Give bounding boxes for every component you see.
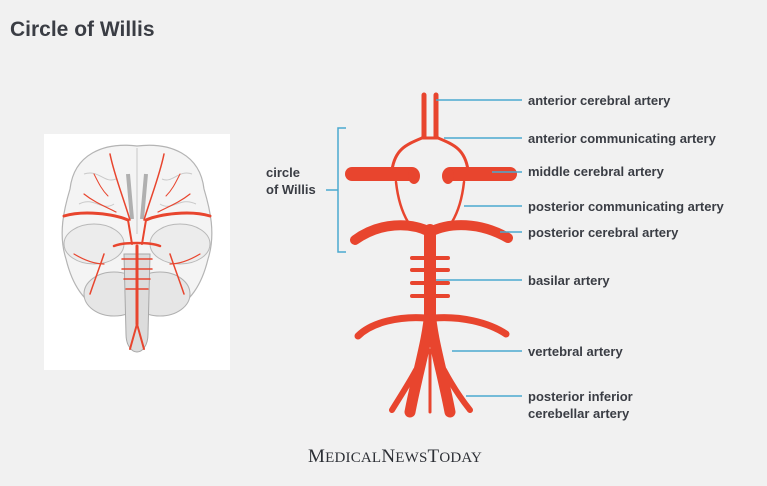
vertebral-artery-right [430,310,450,412]
posterior-cerebral-artery-left [355,225,430,240]
circle-upper-left [392,138,422,170]
brand-initial-n: N [381,446,395,467]
label-middle-cerebral-artery: middle cerebral artery [528,163,664,180]
label-vertebral-artery: vertebral artery [528,343,623,360]
anterior-inferior-cerebellar-left [358,318,426,336]
posterior-communicating-artery-right [452,182,464,222]
pica-line1: posterior inferior [528,388,633,405]
brand-initial-t: T [428,446,440,467]
brand-rest-oday: ODAY [439,450,482,466]
internal-carotid-right [442,168,454,184]
circle-of-willis-line2: of Willis [266,181,316,198]
circle-of-willis-label: circle of Willis [266,164,316,198]
label-posterior-inferior-cerebellar-artery: posterior inferior cerebellar artery [528,388,633,422]
label-basilar-artery: basilar artery [528,272,610,289]
brand-rest-edical: EDICAL [325,450,381,466]
label-anterior-communicating-artery: anterior communicating artery [528,130,716,147]
label-anterior-cerebral-artery: anterior cerebral artery [528,92,670,109]
circle-of-willis-bracket [326,128,346,252]
anterior-inferior-cerebellar-right [434,318,506,334]
brand-rest-ews: EWS [395,450,427,466]
internal-carotid-left [408,168,420,184]
circle-of-willis-line1: circle [266,164,316,181]
label-posterior-cerebral-artery: posterior cerebral artery [528,224,678,241]
posterior-communicating-artery-left [396,182,408,222]
circle-upper-right [438,138,468,170]
pica-line2: cerebellar artery [528,405,633,422]
brand-logo: MEDICALNEWSTODAY [308,446,482,468]
label-posterior-communicating-artery: posterior communicating artery [528,198,724,215]
posterior-cerebral-artery-right [430,225,508,238]
brand-initial-m: M [308,446,325,467]
